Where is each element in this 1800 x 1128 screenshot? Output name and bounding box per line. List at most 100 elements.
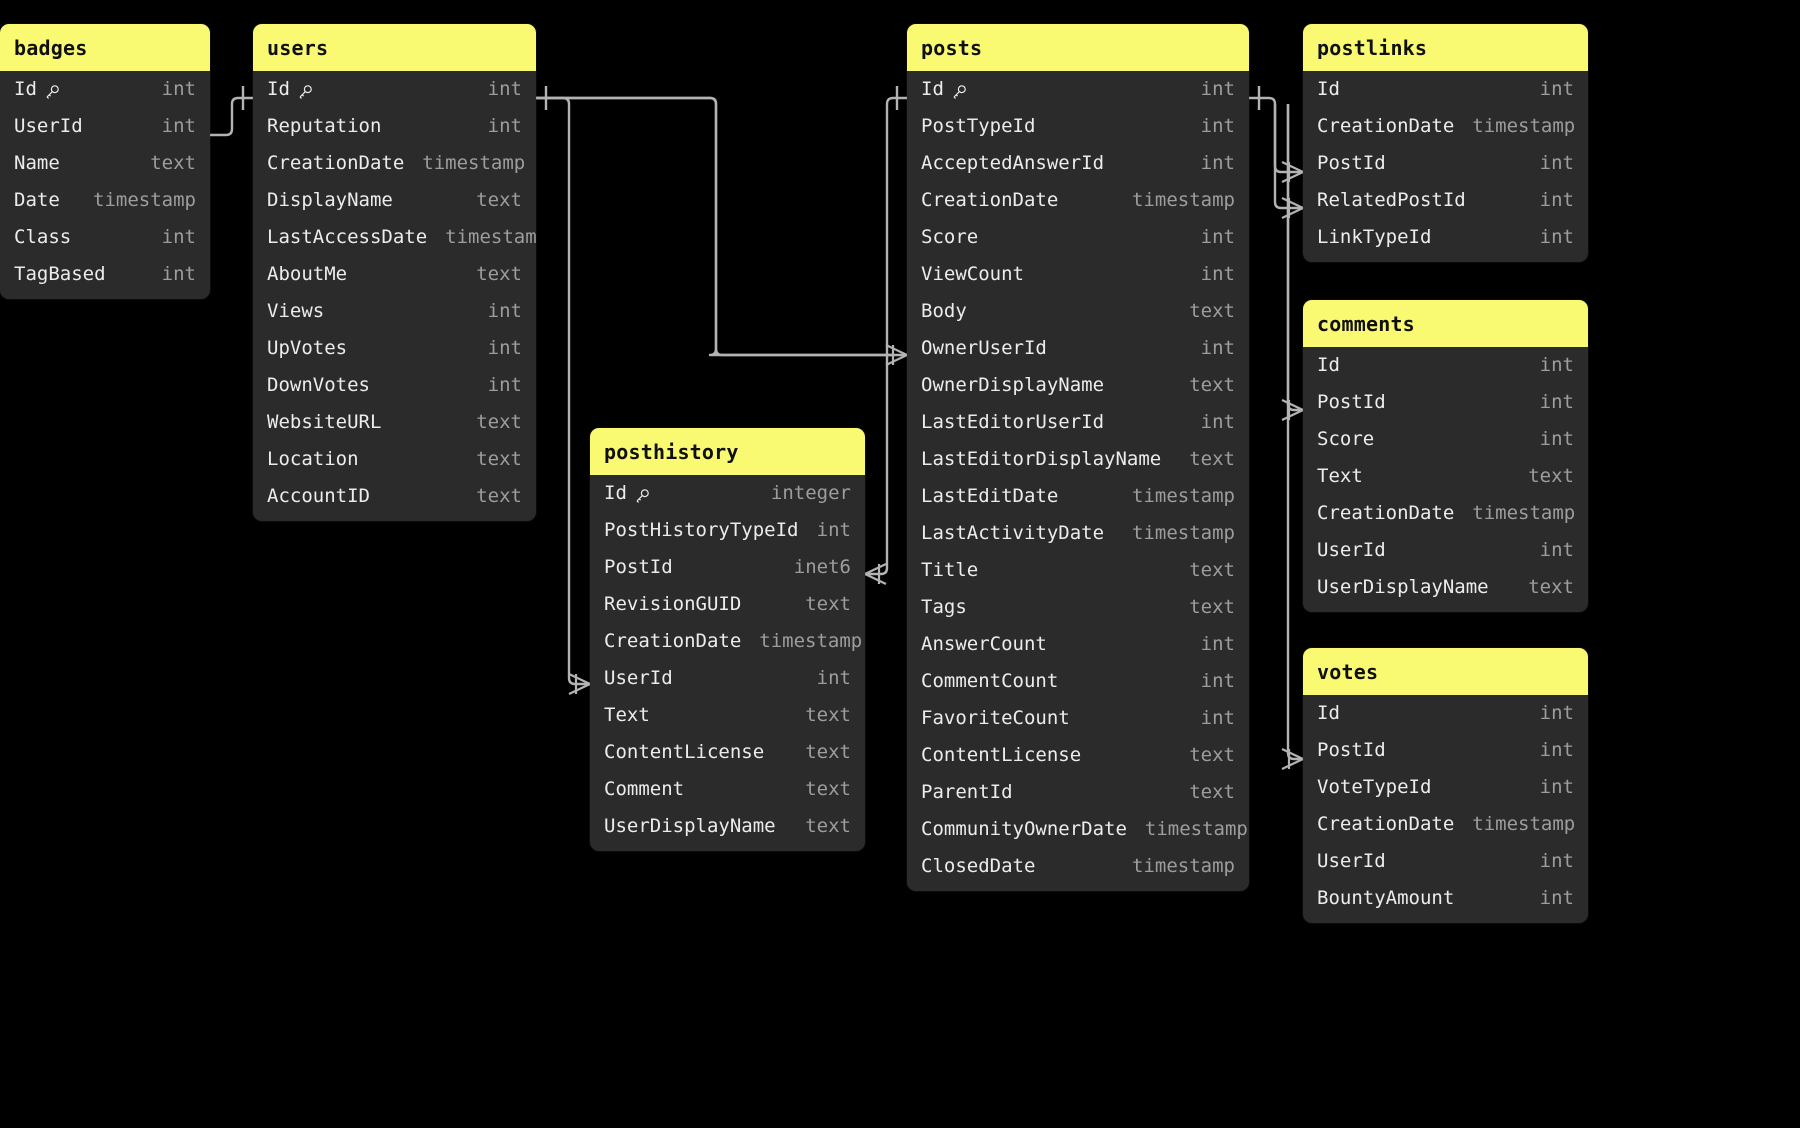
field-name-label: PostId: [1317, 391, 1386, 413]
field-name-wrap: UserId: [1317, 851, 1386, 872]
field-name-wrap: LastActivityDate: [921, 523, 1104, 544]
field-type-label: int: [1200, 152, 1235, 174]
field-type-label: int: [1539, 539, 1574, 561]
field-name-label: Id: [921, 78, 944, 100]
field-name-label: LastEditorDisplayName: [921, 448, 1162, 470]
field-name-wrap: TagBased: [14, 264, 106, 285]
field-type-label: text: [476, 411, 522, 433]
key-icon: [44, 84, 60, 100]
field-name-label: CreationDate: [604, 630, 742, 652]
field-row[interactable]: WebsiteURL text: [253, 404, 536, 441]
field-name-label: CreationDate: [1317, 115, 1455, 137]
field-type-label: int: [487, 78, 522, 100]
field-name-label: Id: [14, 78, 37, 100]
field-name-label: CreationDate: [267, 152, 405, 174]
field-name-wrap: PostId: [1317, 153, 1386, 174]
field-name-label: LastActivityDate: [921, 522, 1105, 544]
table-title-badges: badges: [0, 24, 210, 71]
field-name-label: CommunityOwnerDate: [921, 818, 1127, 840]
field-name-label: UserId: [1317, 850, 1386, 872]
field-name-wrap: Date: [14, 190, 60, 211]
field-name-wrap: Id: [921, 79, 967, 100]
table-title-postlinks: postlinks: [1303, 24, 1588, 71]
field-row[interactable]: LastAccessDatetimestamp: [253, 219, 536, 256]
field-name-wrap: WebsiteURL: [267, 412, 381, 433]
